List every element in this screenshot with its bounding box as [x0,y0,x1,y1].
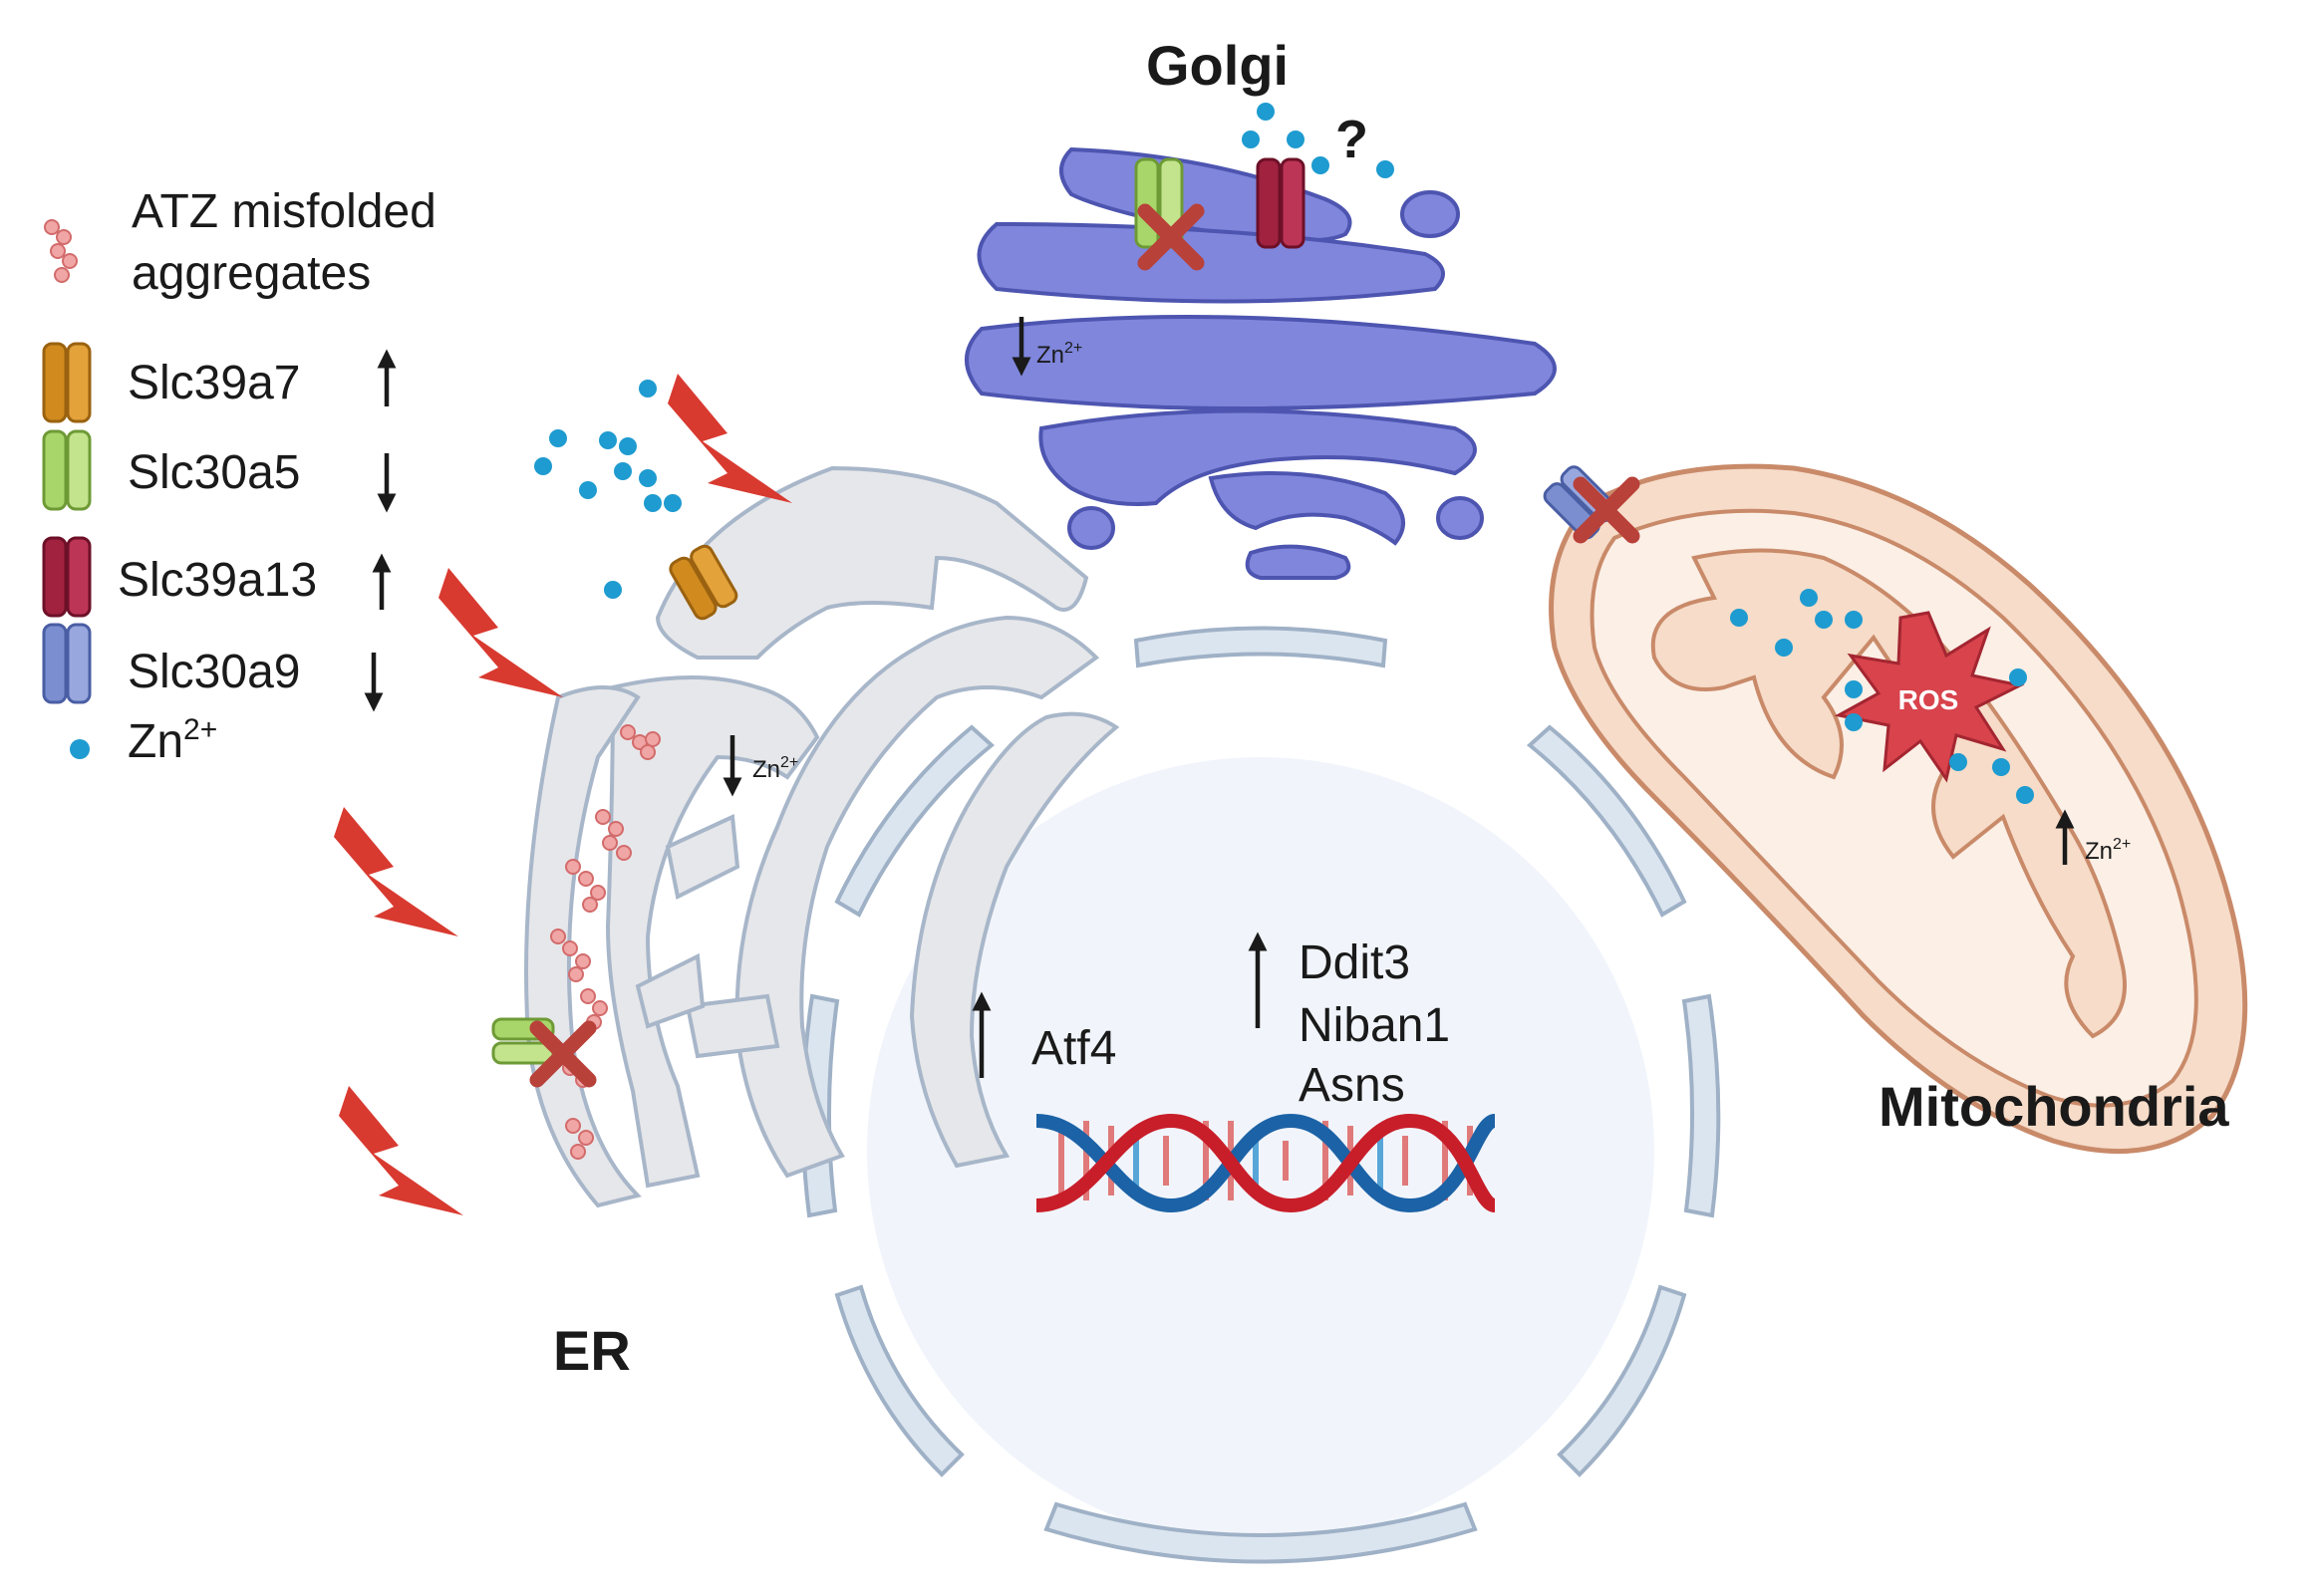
nucleus [800,626,1721,1564]
gene-asns: Asns [1299,1059,1405,1112]
mitochondrion [1549,463,2248,1155]
legend-slc30a5-label: Slc30a5 [128,446,300,499]
slc39a7-er-transporter [669,544,738,621]
gene-ddit3: Ddit3 [1299,936,1410,989]
legend-slc39a7-swatch [42,342,92,423]
mitochondria-label: Mitochondria [1879,1075,2229,1138]
mito-zn-label: Zn2+ [2085,836,2131,865]
endoplasmic-reticulum [524,465,1120,1208]
dna-helix [1035,1113,1498,1213]
ros-burst-icon [1834,611,2025,783]
legend-slc30a5-swatch [42,429,92,511]
legend-slc30a9-label: Slc30a9 [128,646,300,698]
stress-lightning-icon [339,1086,463,1215]
legend-slc39a7-label: Slc39a7 [128,357,300,409]
er-zn-label: Zn2+ [752,754,798,783]
legend-zinc-swatch [70,739,90,759]
atz-aggregates [550,724,661,1160]
er-label: ER [553,1319,631,1382]
slc39a13-golgi-transporter [1256,157,1305,249]
legend-zinc-label: Zn2+ [128,713,217,768]
stress-lightning-icon [334,807,458,936]
legend-atz-line1: ATZ misfolded [132,185,436,238]
gene-atf4: Atf4 [1031,1022,1116,1075]
legend-slc39a13-swatch [42,536,92,618]
golgi-question-mark: ? [1335,110,1368,169]
golgi-zn-label: Zn2+ [1036,340,1082,369]
ros-label: ROS [1898,684,1959,715]
legend-atz-line2: aggregates [132,247,371,300]
zinc-ions [534,103,2034,804]
legend-slc39a13-label: Slc39a13 [118,554,317,607]
legend-atz-swatch [44,219,78,283]
gene-niban1: Niban1 [1299,999,1450,1052]
stress-lightning-icon [438,568,563,697]
stress-lightning-icon [668,374,792,503]
golgi-label: Golgi [1146,34,1289,97]
golgi-apparatus [965,146,1557,580]
legend: ATZ misfolded aggregates Slc39a7 Slc30a5… [42,185,436,768]
legend-slc30a9-swatch [42,623,92,704]
